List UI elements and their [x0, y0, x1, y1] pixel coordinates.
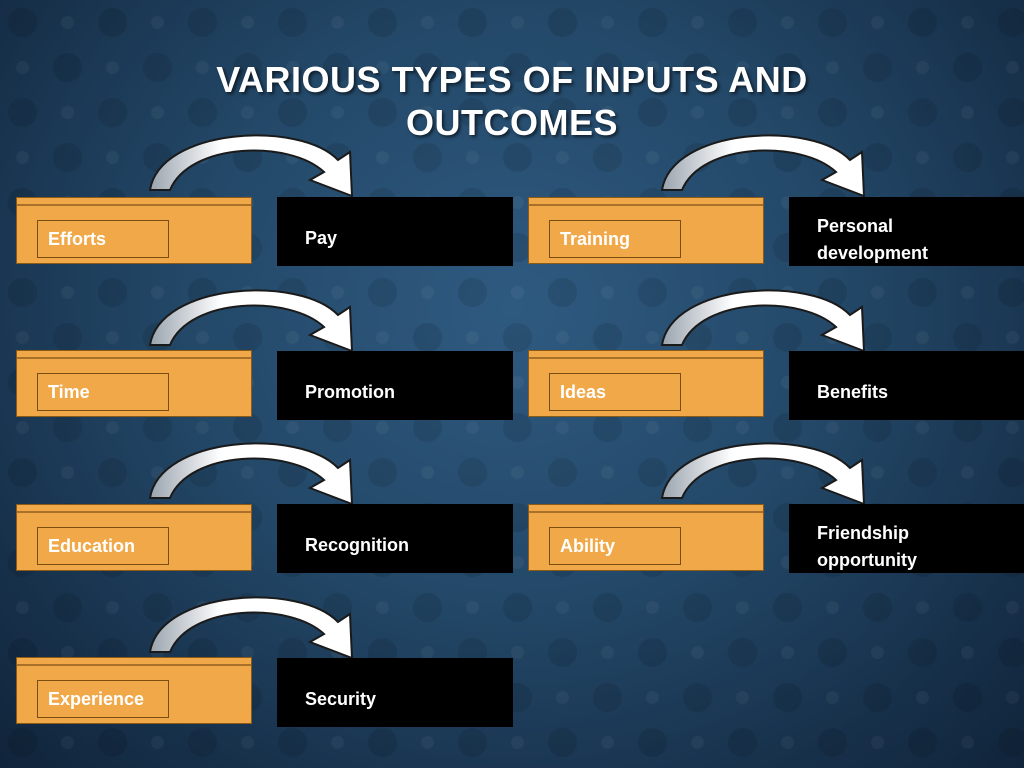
outcome-box-personal-development: Personal development — [789, 197, 1024, 266]
input-box-efforts: Efforts — [16, 197, 252, 264]
input-label: Ideas — [549, 373, 681, 411]
input-label: Training — [549, 220, 681, 258]
outcome-label: Friendship opportunity — [817, 523, 917, 570]
input-label: Efforts — [37, 220, 169, 258]
input-box-ideas: Ideas — [528, 350, 764, 417]
input-label: Time — [37, 373, 169, 411]
input-box-ability: Ability — [528, 504, 764, 571]
outcome-label: Security — [305, 689, 377, 709]
outcome-box-benefits: Benefits — [789, 351, 1024, 420]
curved-arrow-icon — [148, 134, 354, 198]
input-label: Ability — [549, 527, 681, 565]
curved-arrow-icon — [660, 289, 866, 353]
curved-arrow-icon — [148, 596, 354, 660]
outcome-box-recognition: Recognition — [277, 504, 513, 573]
input-box-experience: Experience — [16, 657, 252, 724]
outcome-label: Recognition — [305, 535, 409, 555]
input-label: Experience — [37, 680, 169, 718]
outcome-label: Personal development — [817, 216, 929, 263]
slide-title: VARIOUS TYPES OF INPUTS AND OUTCOMES — [216, 59, 808, 143]
outcome-box-promotion: Promotion — [277, 351, 513, 420]
curved-arrow-icon — [660, 134, 866, 198]
outcome-label: Pay — [305, 228, 338, 248]
outcome-box-pay: Pay — [277, 197, 513, 266]
curved-arrow-icon — [148, 289, 354, 353]
input-box-education: Education — [16, 504, 252, 571]
input-label: Education — [37, 527, 169, 565]
outcome-box-security: Security — [277, 658, 513, 727]
input-box-time: Time — [16, 350, 252, 417]
outcome-label: Benefits — [817, 382, 889, 402]
outcome-box-friendship-opportunity: Friendship opportunity — [789, 504, 1024, 573]
input-box-training: Training — [528, 197, 764, 264]
curved-arrow-icon — [660, 442, 866, 506]
curved-arrow-icon — [148, 442, 354, 506]
outcome-label: Promotion — [305, 382, 395, 402]
